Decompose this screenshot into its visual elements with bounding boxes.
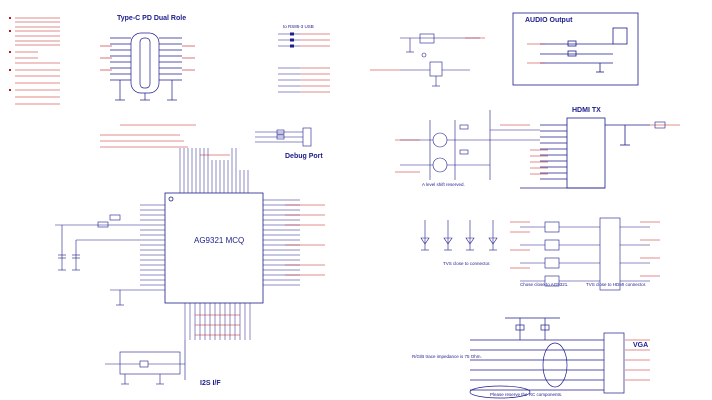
left-net-list: [15, 17, 60, 105]
level-shift-transistors: [400, 110, 540, 180]
note-tvs: TVS close to connector.: [443, 261, 491, 266]
section-title-rs85: to RS85-3 USB: [283, 24, 314, 29]
typec-connector: [110, 32, 182, 101]
section-title-debug: Debug Port: [285, 153, 323, 160]
section-title-vga: VGA: [633, 342, 649, 349]
note-trace-impedance: R/G/B trace impedance is 75 Ohm.: [412, 354, 482, 359]
note-hdmi-connector: TVS close to HDMI connector.: [586, 282, 647, 287]
note-reserve-rc: Please reserve the RC components.: [490, 392, 563, 397]
section-title-audio: AUDIO Output: [525, 17, 573, 24]
common-mode-chokes: [520, 217, 650, 291]
section-title-typec: Type-C PD Dual Role: [117, 15, 187, 22]
debug-port: [255, 127, 312, 147]
i2s-crystal: [105, 340, 186, 385]
audio-output-box: [512, 12, 639, 86]
note-level-shift: A level shift reserved.: [422, 182, 465, 187]
note-ag9321: Chose close to AG9321.: [520, 282, 569, 287]
rs85-usb-nets: [278, 33, 300, 93]
power-regulator: [400, 33, 480, 87]
main-ic-label: AG9321 MCQ: [194, 236, 245, 245]
vga-connector: [469, 317, 625, 399]
section-title-i2s: I2S I/F: [200, 380, 221, 387]
hdmi-tx-connector: [520, 117, 650, 189]
tvs-diodes: [420, 220, 498, 251]
section-title-hdmi: HDMI TX: [572, 107, 601, 114]
main-ic-symbol: [164, 192, 264, 304]
